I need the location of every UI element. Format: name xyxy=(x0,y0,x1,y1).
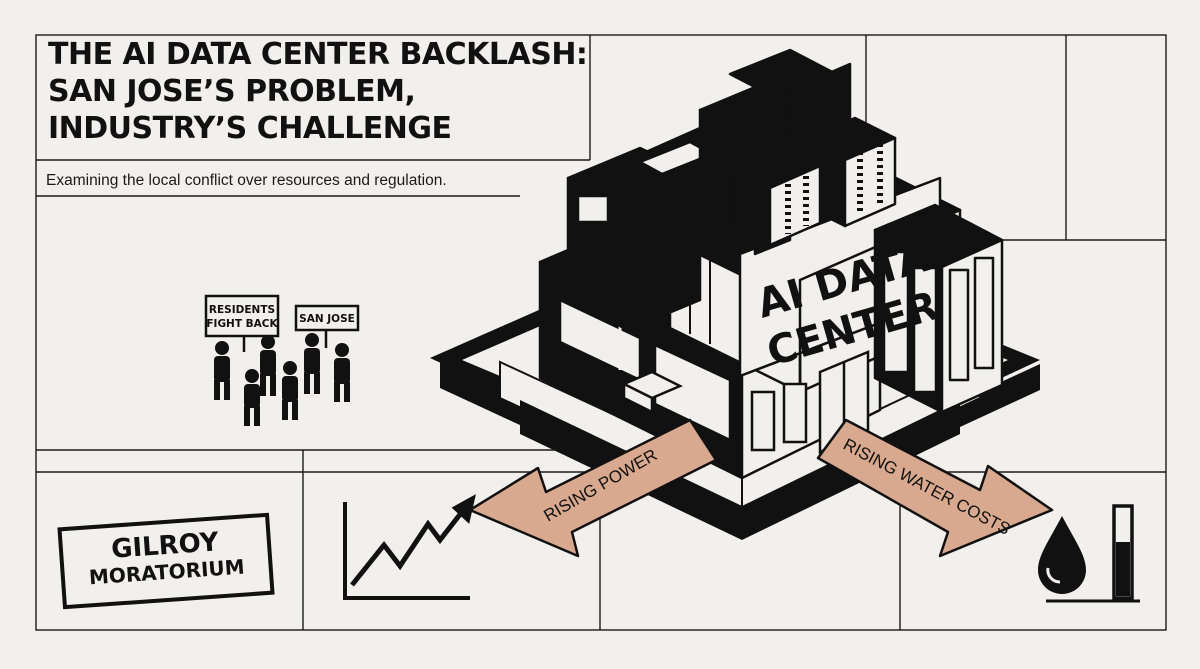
page-title: THE AI DATA CENTER BACKLASH: SAN JOSE’S … xyxy=(48,36,588,147)
title-line-3: INDUSTRY’S CHALLENGE xyxy=(48,111,452,146)
protest-sign-right: SAN JOSE xyxy=(299,313,355,325)
protest-signs xyxy=(204,294,360,352)
gilroy-moratorium-stamp: GILROY MORATORIUM xyxy=(57,512,275,610)
building-upper-towers xyxy=(566,48,897,332)
rising-chart-icon xyxy=(343,494,476,600)
title-line-1: THE AI DATA CENTER BACKLASH: xyxy=(48,37,588,72)
building-right-wing xyxy=(873,203,1004,414)
building-entrance xyxy=(621,350,870,454)
protester-icon xyxy=(214,333,350,426)
protest-sign-left-line-2: FIGHT BACK xyxy=(206,318,278,330)
protest-sign-left-line-1: RESIDENTS xyxy=(209,304,275,316)
water-drop-icon xyxy=(1038,516,1086,594)
title-line-2: SAN JOSE’S PROBLEM, xyxy=(48,74,416,109)
protest-group: RESIDENTS FIGHT BACK SAN JOSE xyxy=(204,294,360,426)
page-subtitle: Examining the local conflict over resour… xyxy=(46,172,447,189)
water-level-gauge-icon xyxy=(1046,504,1140,603)
